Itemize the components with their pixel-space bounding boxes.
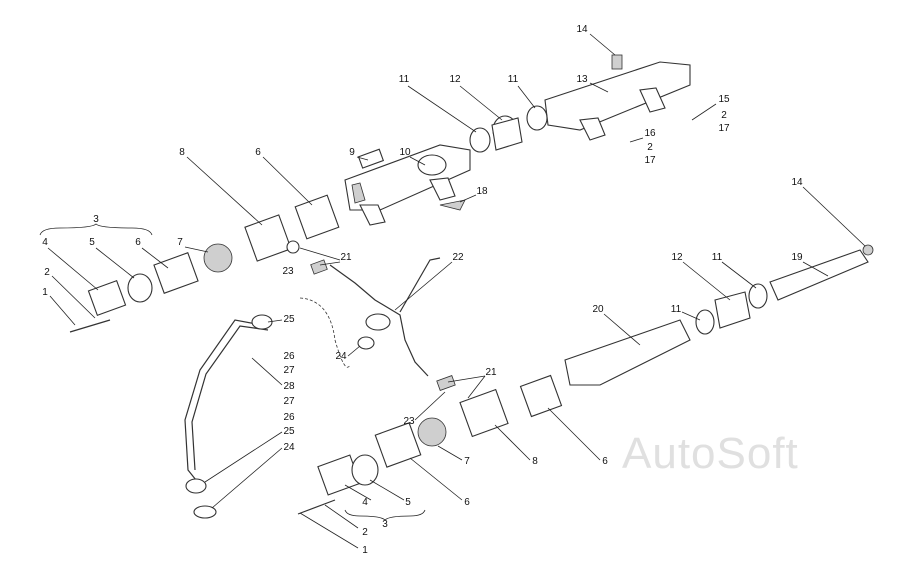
callout-21: 21	[485, 367, 497, 378]
callout-8: 8	[179, 147, 185, 158]
callout-12: 12	[449, 74, 461, 85]
callout-2: 2	[721, 110, 727, 121]
callout-4: 4	[362, 497, 368, 508]
callout-11: 11	[507, 74, 519, 85]
callout-15: 15	[718, 94, 730, 105]
left-flange-group	[69, 194, 340, 333]
callout-28: 28	[283, 381, 295, 392]
callout-9: 9	[349, 147, 355, 158]
callout-11: 11	[670, 304, 682, 315]
callout-21: 21	[340, 252, 352, 263]
callout-13: 13	[576, 74, 588, 85]
callout-11: 11	[398, 74, 410, 85]
callout-7: 7	[464, 456, 470, 467]
callout-5: 5	[89, 237, 95, 248]
leader-lines	[39, 33, 866, 549]
callout-17: 17	[644, 155, 656, 166]
callout-11: 11	[711, 252, 723, 263]
callout-27: 27	[283, 365, 295, 376]
callout-1: 1	[362, 545, 368, 556]
callout-18: 18	[476, 186, 488, 197]
callout-27: 27	[283, 396, 295, 407]
callout-5: 5	[405, 497, 411, 508]
callout-6: 6	[255, 147, 261, 158]
upper-right-housing	[469, 54, 691, 153]
callout-16: 16	[644, 128, 656, 139]
callout-23: 23	[403, 416, 415, 427]
callout-2: 2	[44, 267, 50, 278]
callout-19: 19	[791, 252, 803, 263]
callout-10: 10	[399, 147, 411, 158]
callout-20: 20	[592, 304, 604, 315]
callout-26: 26	[283, 412, 295, 423]
callout-6: 6	[464, 497, 470, 508]
watermark: AutoSoft	[622, 429, 799, 478]
callout-14: 14	[576, 24, 588, 35]
callout-6: 6	[135, 237, 141, 248]
callout-6: 6	[602, 456, 608, 467]
callout-26: 26	[283, 351, 295, 362]
callout-24: 24	[335, 351, 347, 362]
callout-3: 3	[382, 519, 388, 530]
callout-4: 4	[42, 237, 48, 248]
callout-25: 25	[283, 426, 295, 437]
callout-14: 14	[791, 177, 803, 188]
callout-7: 7	[177, 237, 183, 248]
brake-pipes	[184, 257, 441, 519]
callout-17: 17	[718, 123, 730, 134]
callout-24: 24	[283, 442, 295, 453]
callout-2: 2	[647, 142, 653, 153]
lower-flange-group	[297, 375, 509, 515]
upper-axle-housing	[344, 144, 471, 226]
callout-8: 8	[532, 456, 538, 467]
callout-23: 23	[282, 266, 294, 277]
callout-22: 22	[452, 252, 464, 263]
callout-1: 1	[42, 287, 48, 298]
callout-25: 25	[283, 314, 295, 325]
right-axle-housing	[519, 244, 874, 418]
callout-2: 2	[362, 527, 368, 538]
callout-3: 3	[93, 214, 99, 225]
callout-12: 12	[671, 252, 683, 263]
